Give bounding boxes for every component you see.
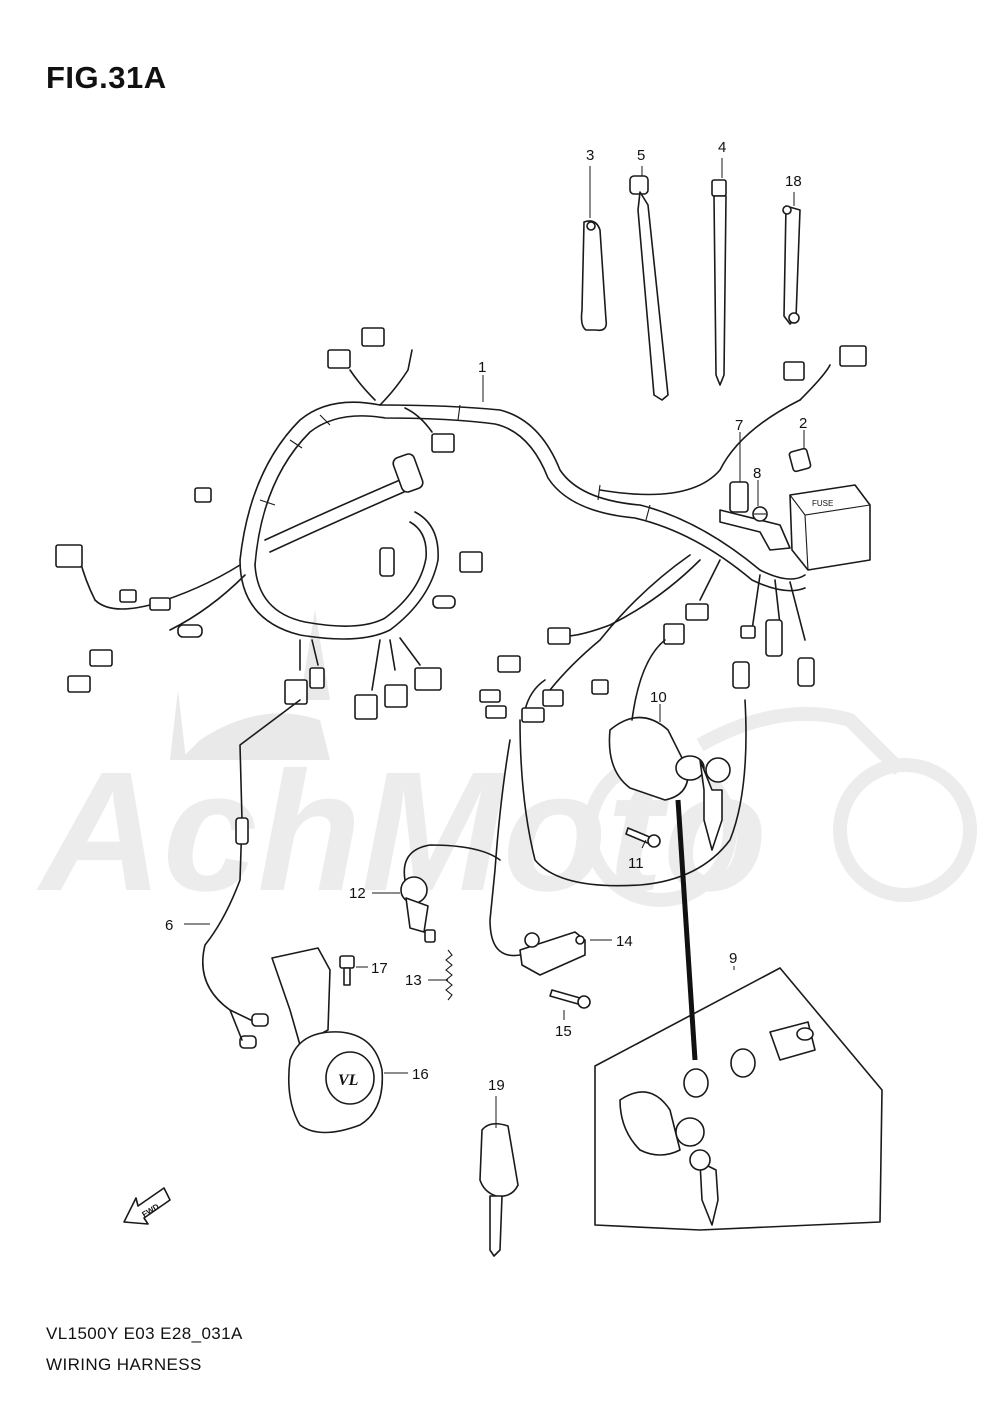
callout-12: 12 bbox=[349, 885, 366, 902]
callout-5: 5 bbox=[637, 147, 645, 164]
lockset-pointer bbox=[675, 799, 698, 1061]
callout-10: 10 bbox=[650, 689, 667, 706]
model-code: VL1500Y E03 E28_031A bbox=[46, 1324, 243, 1343]
callout-7: 7 bbox=[735, 417, 743, 434]
callout-18: 18 bbox=[785, 173, 802, 190]
horn-badge: VL bbox=[338, 1072, 359, 1089]
main-wiring-harness[interactable] bbox=[79, 349, 831, 887]
callout-2: 2 bbox=[799, 415, 807, 432]
section-name: WIRING HARNESS bbox=[46, 1355, 202, 1374]
callout-6: 6 bbox=[165, 917, 173, 934]
key-part[interactable] bbox=[479, 1122, 519, 1257]
callout-15: 15 bbox=[555, 1023, 572, 1040]
screw-part-15[interactable] bbox=[549, 989, 591, 1009]
callout-17: 17 bbox=[371, 960, 388, 977]
harness-connectors bbox=[55, 327, 867, 723]
callout-8: 8 bbox=[753, 465, 761, 482]
sub-harness-part-6[interactable] bbox=[201, 699, 301, 1049]
front-direction-arrow: FWD bbox=[123, 1187, 171, 1225]
cable-tie-part[interactable] bbox=[711, 179, 727, 386]
spring-part[interactable] bbox=[445, 949, 453, 1001]
horn-part[interactable]: VL bbox=[271, 947, 384, 1134]
bracket-part[interactable] bbox=[719, 481, 791, 551]
callout-3: 3 bbox=[586, 147, 594, 164]
callout-1: 1 bbox=[478, 359, 486, 376]
callout-4: 4 bbox=[718, 139, 726, 156]
clamp-part-18[interactable] bbox=[782, 205, 801, 325]
switch-part-14[interactable] bbox=[489, 739, 586, 976]
fuse-box-label: FUSE bbox=[812, 499, 833, 508]
leader-lines bbox=[184, 158, 805, 1128]
callout-19: 19 bbox=[488, 1077, 505, 1094]
ignition-switch-part[interactable] bbox=[608, 639, 731, 851]
lock-set-part[interactable] bbox=[594, 967, 883, 1231]
figure-title: FIG.31A bbox=[46, 60, 167, 95]
switch-part-12[interactable] bbox=[400, 844, 501, 943]
callout-numbers: 1 2 3 4 5 6 7 8 9 10 11 12 13 14 15 16 1… bbox=[165, 139, 807, 1094]
screw-part-8[interactable] bbox=[752, 506, 768, 522]
fuse-box[interactable]: FUSE bbox=[789, 484, 871, 571]
bolt-part-17[interactable] bbox=[339, 955, 355, 986]
cable-clamp-part[interactable] bbox=[580, 220, 608, 332]
band-part[interactable] bbox=[629, 175, 669, 401]
callout-16: 16 bbox=[412, 1066, 429, 1083]
callout-11: 11 bbox=[628, 855, 644, 872]
callout-13: 13 bbox=[405, 972, 422, 989]
callout-9: 9 bbox=[729, 950, 737, 967]
fuse-part[interactable] bbox=[788, 447, 812, 473]
callout-14: 14 bbox=[616, 933, 633, 950]
